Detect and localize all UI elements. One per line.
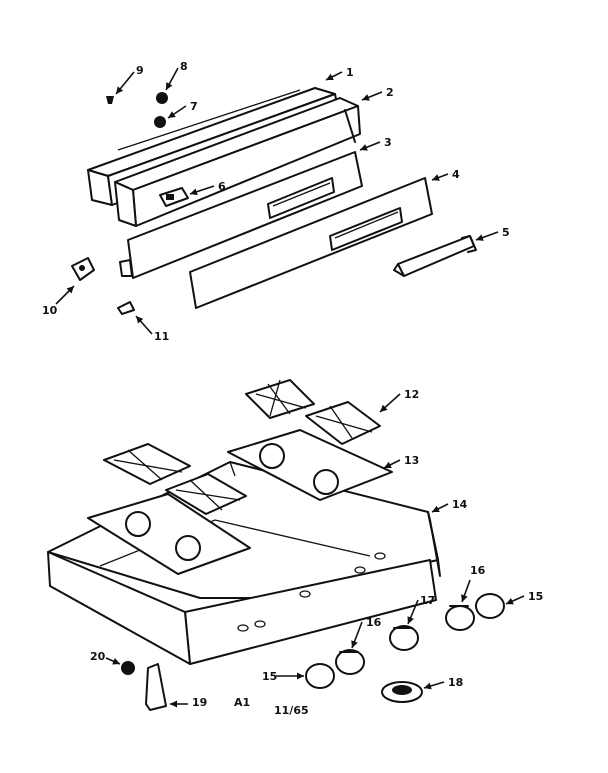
part-12-grate-back-left — [103, 443, 191, 485]
arrowhead-c8 — [166, 82, 173, 90]
part-9-clip — [106, 96, 114, 104]
part-13-burner-plate-left — [87, 493, 251, 575]
callout-16-right: 16 — [470, 564, 486, 577]
arrowhead-c11 — [136, 316, 144, 324]
callout-20: 20 — [90, 650, 106, 663]
part-10-bracket — [71, 257, 95, 281]
arrowhead-c1 — [326, 73, 334, 80]
arrowhead-c7 — [168, 111, 176, 118]
part-15-knob-left — [305, 663, 335, 689]
leader-arrows — [55, 67, 525, 708]
part-16-knob-left — [335, 649, 365, 675]
arrowhead-c3 — [360, 144, 368, 151]
part-20-plug — [121, 661, 135, 675]
part-12-grate-front-right — [305, 401, 381, 445]
callout-3: 3 — [384, 136, 392, 149]
arrowhead-c16a — [351, 640, 358, 648]
arrowhead-c2 — [362, 94, 370, 101]
callout-14: 14 — [452, 498, 468, 511]
arrowhead-c20 — [112, 658, 120, 665]
part-3-control-panel — [119, 151, 363, 279]
callout-19: 19 — [192, 696, 207, 709]
arrowhead-c10 — [66, 286, 74, 294]
callout-7: 7 — [190, 100, 198, 113]
footer-date: 11/65 — [274, 704, 309, 717]
part-15-knob-right — [475, 593, 505, 619]
callout-11: 11 — [154, 330, 169, 343]
arrowhead-c6 — [190, 188, 198, 196]
part-16-knob-right — [445, 605, 475, 631]
arrowhead-c18 — [424, 682, 432, 690]
callout-9: 9 — [136, 64, 144, 77]
callout-labels: 1 2 3 4 5 6 7 8 9 10 11 12 13 14 15 15 1… — [42, 60, 543, 709]
callout-12: 12 — [404, 388, 419, 401]
callout-8: 8 — [180, 60, 188, 73]
arrowhead-c14 — [432, 505, 440, 512]
arrowhead-c12 — [380, 404, 388, 412]
arrowhead-c4 — [432, 174, 440, 181]
callout-4: 4 — [452, 168, 460, 181]
callout-16-left: 16 — [366, 616, 382, 629]
callout-18: 18 — [448, 676, 463, 689]
part-8-plug — [156, 92, 168, 104]
callout-13: 13 — [404, 454, 419, 467]
callout-6: 6 — [218, 180, 226, 193]
arrowhead-c13 — [384, 461, 392, 468]
part-7-plug — [154, 116, 166, 128]
callout-1: 1 — [346, 66, 354, 79]
arrowhead-c15a — [297, 672, 304, 680]
arrowhead-c9 — [116, 86, 124, 94]
callout-2: 2 — [386, 86, 394, 99]
callout-17: 17 — [420, 594, 435, 607]
arrowhead-c5 — [476, 234, 484, 241]
part-5-handle — [393, 235, 477, 277]
part-14-cooktop-body — [47, 461, 441, 665]
arrowhead-c19 — [170, 700, 177, 708]
footer-code: A1 — [234, 696, 250, 709]
arrowhead-c17 — [407, 616, 414, 624]
part-17-knob — [389, 625, 419, 651]
part-12-grate-front-left — [165, 473, 247, 515]
part-13-burner-plate-right — [227, 429, 393, 501]
part-4-front-panel — [189, 177, 433, 309]
callout-15-left: 15 — [262, 670, 277, 683]
part-18-bezel — [381, 681, 423, 703]
callout-15-right: 15 — [528, 590, 543, 603]
callout-5: 5 — [502, 226, 510, 239]
arrowhead-c15b — [506, 597, 514, 605]
part-19-leg — [145, 663, 167, 711]
part-12-grate-back-right — [245, 379, 315, 419]
part-11-clip — [117, 301, 135, 315]
callout-10: 10 — [42, 304, 58, 317]
part-6-switch — [159, 187, 189, 207]
part-2-panel-housing — [114, 97, 361, 227]
arrowhead-c16b — [461, 594, 468, 602]
